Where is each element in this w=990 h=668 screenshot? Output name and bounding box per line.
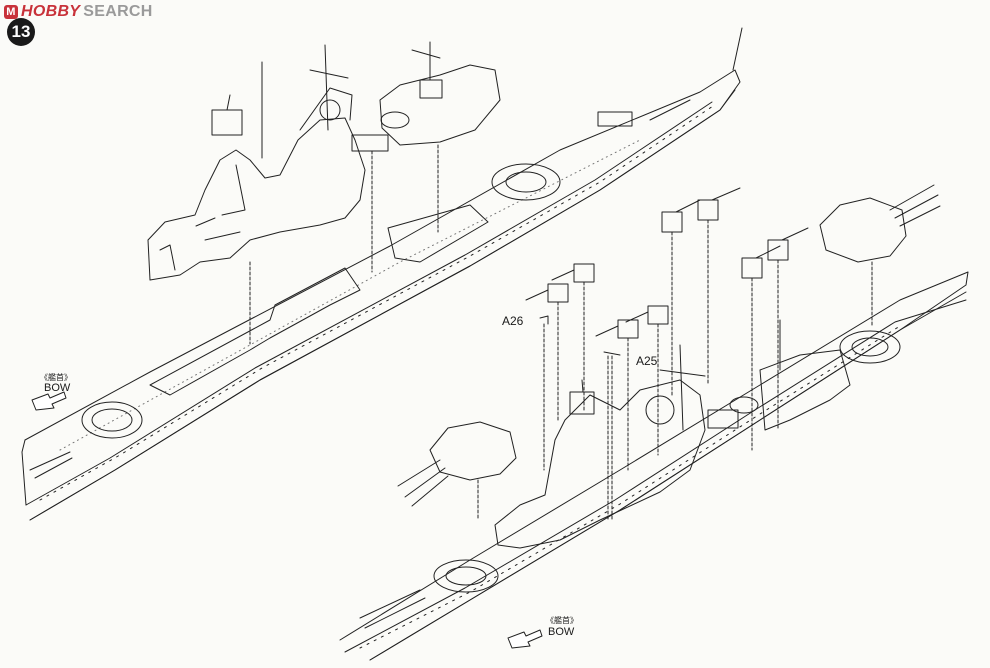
lower-turret-aft: [819, 184, 941, 326]
bow-arrow-lower: [507, 629, 543, 649]
small-parts: [539, 315, 621, 521]
secondary-gun-mounts: [525, 187, 809, 471]
step-number-badge: 13: [7, 18, 35, 46]
upper-superstructure: [147, 44, 366, 345]
lower-hull: [339, 271, 969, 661]
upper-aft-superstructure: [351, 41, 501, 273]
part-label-a25: A25: [636, 354, 658, 368]
part-label-a26: A26: [502, 314, 524, 328]
lower-turret-fore: [397, 421, 517, 521]
lower-bow-label-jp: 《艦首》: [546, 616, 578, 625]
watermark-brand: HOBBY: [21, 3, 81, 20]
upper-bow-label-jp: 《艦首》: [40, 373, 72, 382]
lower-superstructure: [494, 319, 851, 549]
lower-bow-label: BOW: [548, 626, 575, 638]
bow-arrow-upper: [31, 391, 67, 411]
watermark-logo: M: [4, 5, 18, 19]
hobbysearch-watermark: M HOBBY SEARCH: [4, 3, 153, 21]
watermark-text: SEARCH: [83, 3, 153, 20]
upper-bow-label: BOW: [44, 382, 71, 394]
upper-hull: [21, 27, 743, 521]
